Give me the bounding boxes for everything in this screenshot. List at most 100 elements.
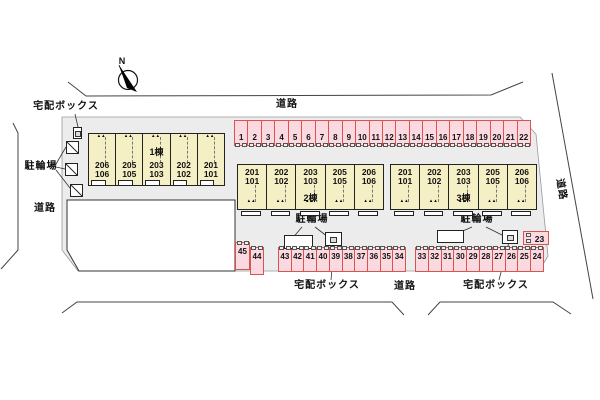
building-2-name: 2棟 xyxy=(303,193,318,203)
parking-stall-19: 19 xyxy=(476,120,491,147)
parking-stall-18: 18 xyxy=(462,120,478,147)
parking-stall-30: 30 xyxy=(453,246,468,272)
balcony xyxy=(481,211,502,216)
entrance-marks: ▴▴ xyxy=(305,198,316,204)
building-3-name: 3棟 xyxy=(456,193,471,203)
pointer-delivery-top-left xyxy=(74,113,79,128)
wheel-stops xyxy=(505,246,518,250)
entrance-path xyxy=(284,185,286,202)
wheel-stops xyxy=(437,143,450,147)
parking-stall-44: 44 xyxy=(250,246,264,275)
wheel-stops xyxy=(291,246,304,250)
entrance-marks: ▴▴ xyxy=(179,133,189,139)
wheel-stops xyxy=(383,143,396,147)
entrance-marks: ▴▴ xyxy=(335,198,345,204)
wheel-stops xyxy=(289,143,302,147)
entrance-marks: ▴▴ xyxy=(458,198,469,204)
parking-stall-8: 8 xyxy=(328,120,343,147)
balcony xyxy=(358,211,378,216)
road-edge-left xyxy=(0,122,19,270)
parking-stall-26: 26 xyxy=(504,246,519,272)
wheel-stops xyxy=(454,246,467,250)
parking-stall-14: 14 xyxy=(408,120,424,147)
entrance-marks: ▴▴ xyxy=(400,198,410,204)
entrance-marks: ▴▴ xyxy=(517,198,527,204)
wheel-stops xyxy=(450,143,463,147)
balcony xyxy=(328,211,349,216)
wheel-stops xyxy=(477,143,490,147)
road-edge-right xyxy=(551,72,594,300)
entrance-path xyxy=(214,137,216,163)
parking-stall-29: 29 xyxy=(466,246,480,272)
parking-stall-45: 45 xyxy=(235,241,250,270)
wheel-stops xyxy=(504,143,517,147)
wheel-stops xyxy=(526,233,531,243)
delivery-box-unit-top-left xyxy=(73,127,82,139)
entrance-path xyxy=(132,137,134,163)
parking-stall-20: 20 xyxy=(489,120,505,147)
wheel-stops xyxy=(251,246,263,250)
entrance-path xyxy=(186,137,188,163)
pointer-bike-left-3 xyxy=(55,169,71,189)
entrance-path xyxy=(159,137,161,163)
wheel-stops xyxy=(531,246,544,250)
entrance-marks: ▴▴ xyxy=(97,133,107,139)
road-edge-bottom-left xyxy=(61,301,405,316)
wheel-stops xyxy=(248,143,261,147)
parking-stall-11: 11 xyxy=(368,120,383,147)
parking-stall-38: 38 xyxy=(341,246,356,272)
road-label-bottom: 道路 xyxy=(394,281,416,292)
parking-stall-33: 33 xyxy=(415,246,429,272)
bicycle-parking-label-left: 駐輪場 xyxy=(24,161,58,172)
delivery-box-unit-b3 xyxy=(502,230,518,244)
wheel-stops xyxy=(236,241,249,245)
balcony xyxy=(394,211,415,216)
building-1-name: 1棟 xyxy=(149,147,164,157)
wheel-stops xyxy=(490,143,503,147)
wheel-stops xyxy=(423,143,436,147)
pointer-bike-left-1 xyxy=(55,146,67,165)
wheel-stops xyxy=(315,143,328,147)
wheel-stops xyxy=(479,246,492,250)
parking-stall-1: 1 xyxy=(234,120,249,147)
wheel-stops xyxy=(342,246,355,250)
parking-stall-31: 31 xyxy=(440,246,455,272)
wheel-stops xyxy=(467,246,480,250)
balcony xyxy=(118,180,133,185)
bicycle-rack-left-1 xyxy=(66,141,79,154)
entrance-marks: ▴▴ xyxy=(151,133,162,139)
road-label-top: 道路 xyxy=(276,99,298,110)
road-label-left: 道路 xyxy=(34,203,56,214)
parking-stall-37: 37 xyxy=(354,246,368,272)
delivery-box-door xyxy=(330,237,337,243)
parking-stall-39: 39 xyxy=(328,246,343,272)
compass-north-label: N xyxy=(118,56,126,66)
parking-stall-35: 35 xyxy=(379,246,394,272)
entrance-marks: ▴▴ xyxy=(364,198,374,204)
north-arrow-icon xyxy=(117,64,139,92)
parking-stall-5: 5 xyxy=(287,120,303,147)
parking-stall-28: 28 xyxy=(478,246,493,272)
road-edge-top xyxy=(67,81,524,97)
road-edge-bottom-right xyxy=(427,301,572,316)
parking-stall-2: 2 xyxy=(247,120,262,147)
